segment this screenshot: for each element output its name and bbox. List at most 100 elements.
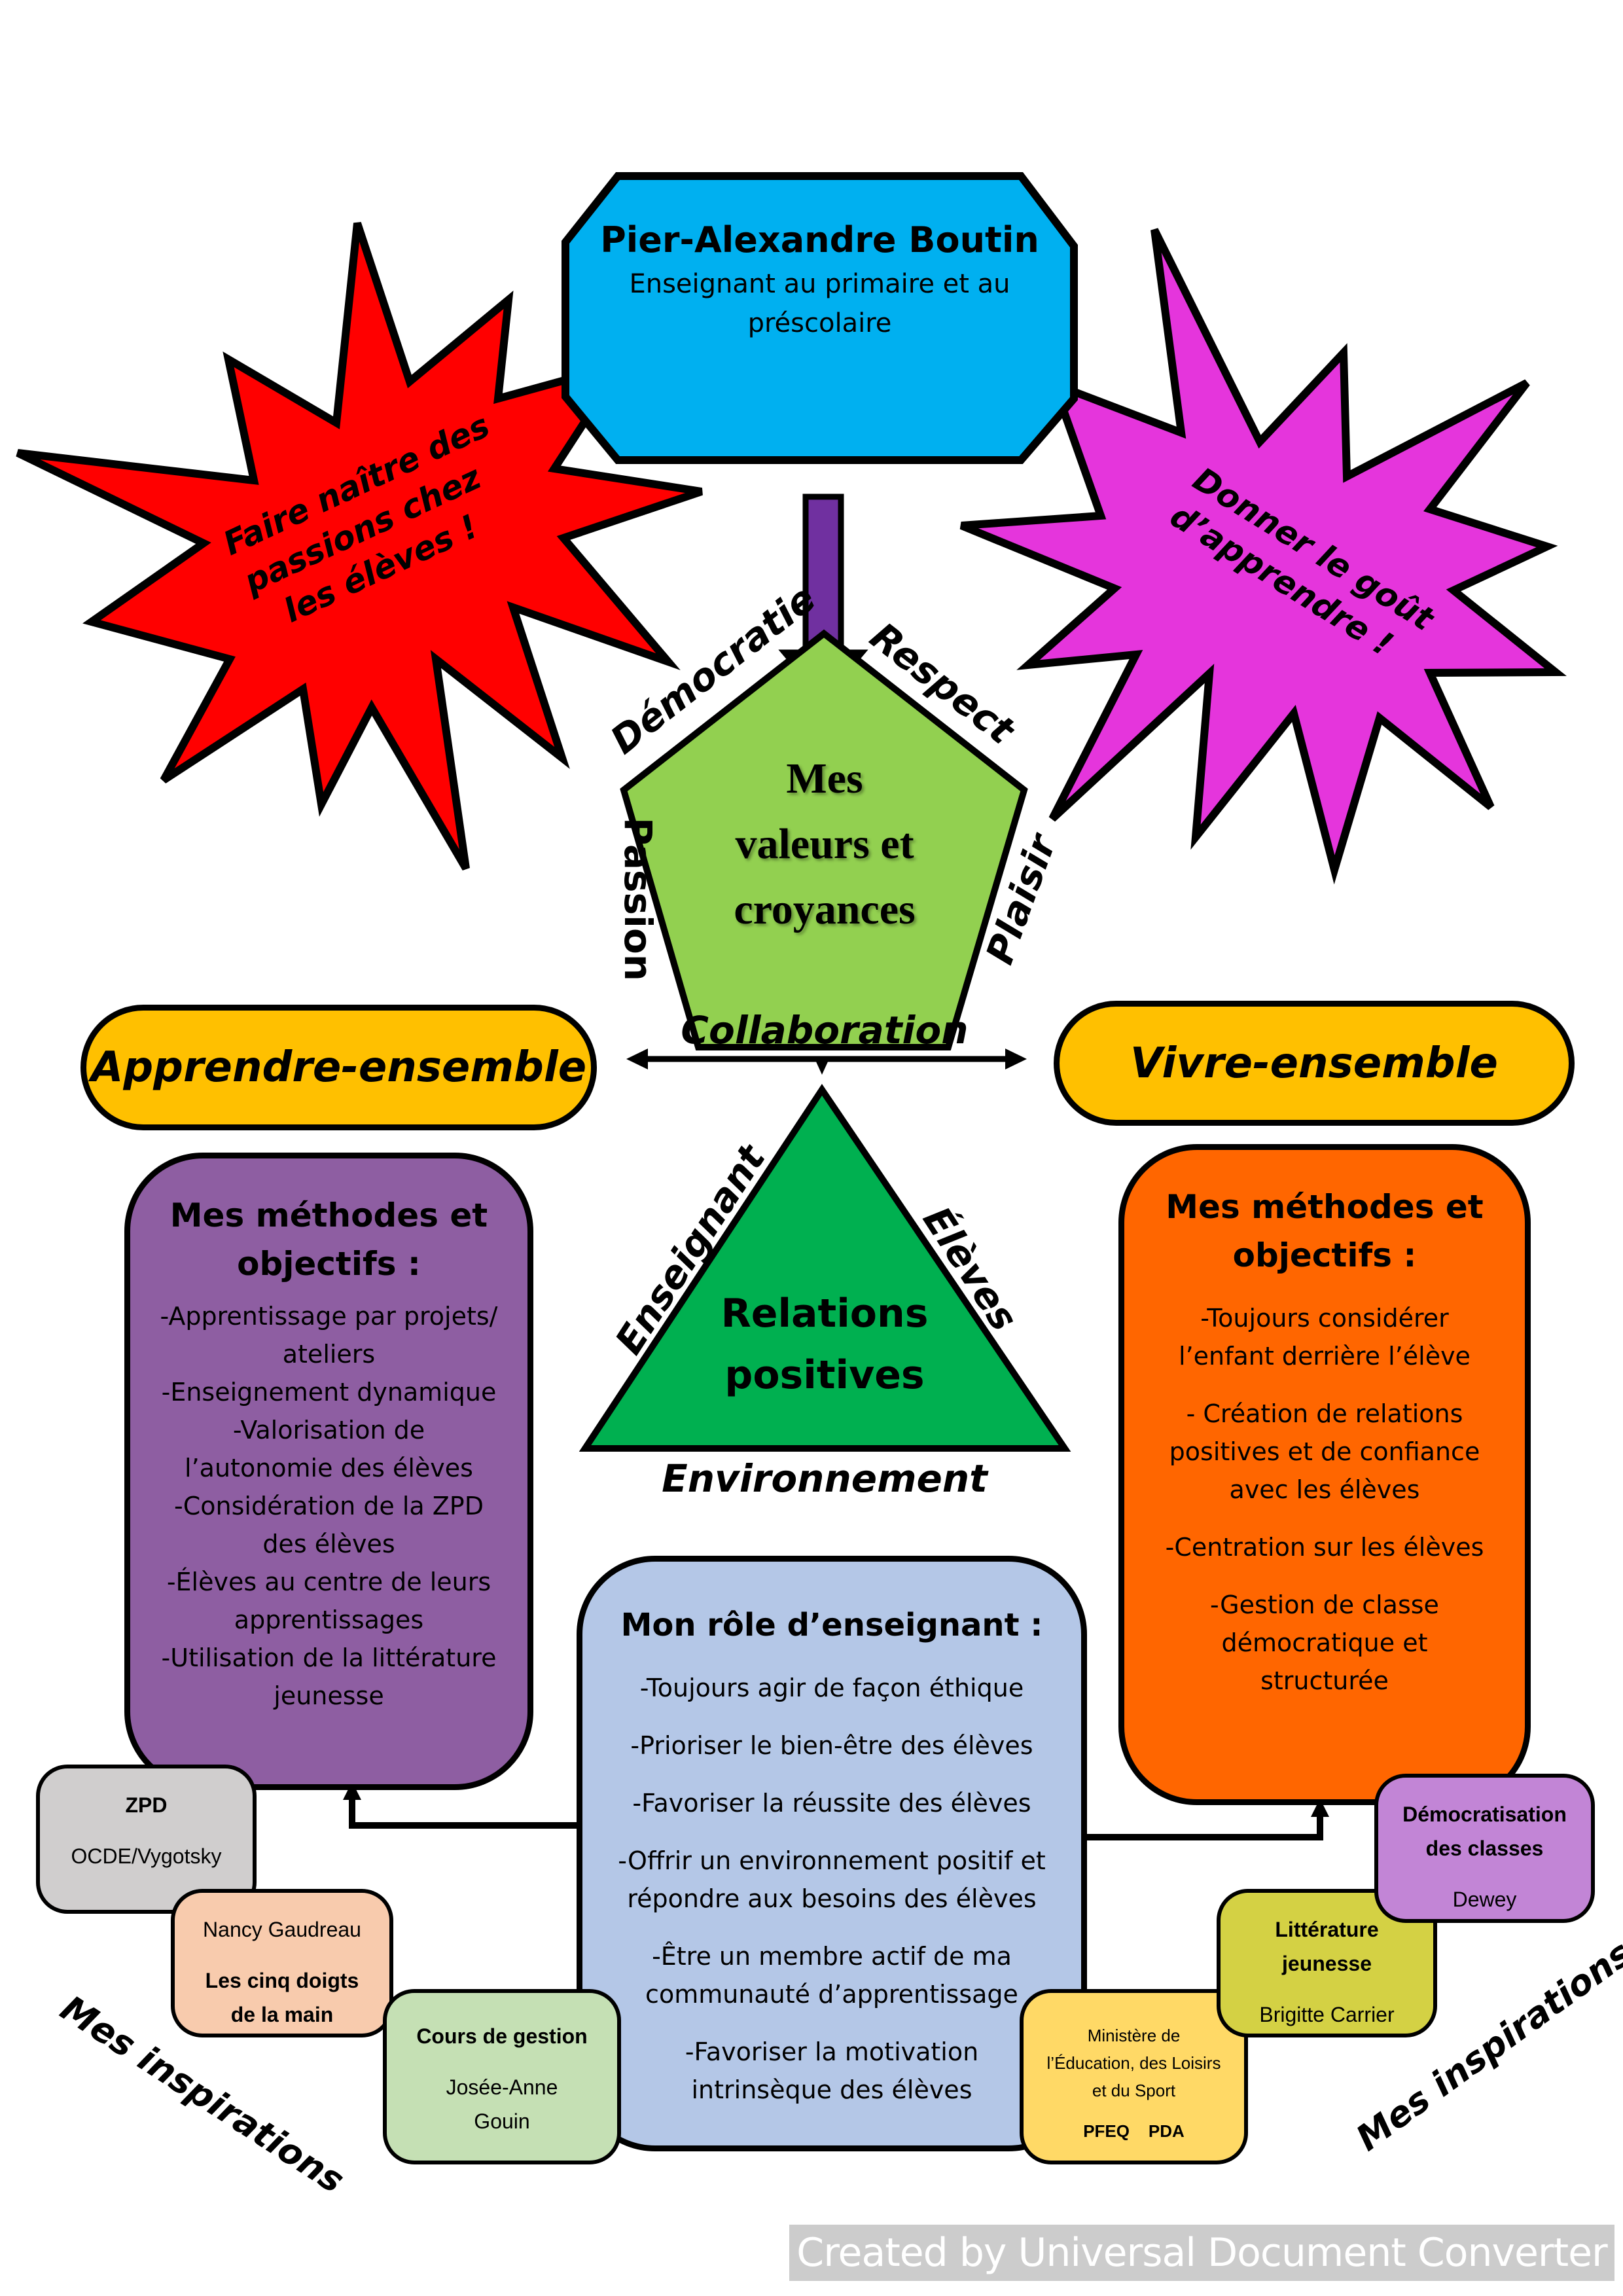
center-box-item: -Offrir un environnement positif et répon… [618, 1842, 1045, 1918]
right-methods-box: Mes méthodes et objectifs : -Toujours co… [1118, 1144, 1531, 1805]
center-box-item-line: intrinsèque des élèves [691, 2075, 972, 2104]
inspiration-card-line: l’Éducation, des Loisirs [1046, 2053, 1221, 2073]
pill-apprendre-ensemble: Apprendre-ensemble [80, 1005, 597, 1130]
inspiration-card-line: PFEQ PDA [1083, 2121, 1185, 2141]
teacher-role-box: Mon rôle d’enseignant : -Toujours agir d… [577, 1556, 1087, 2151]
values-title: Mes valeurs et croyances [654, 746, 995, 942]
left-box-item: -Valorisation de [232, 1416, 425, 1444]
right-box-item: -Centration sur les élèves [1166, 1528, 1484, 1566]
arrow-up-icon [1311, 1799, 1329, 1817]
center-box-items: -Toujours agir de façon éthique -Priorise… [618, 1649, 1045, 2109]
inspiration-card-line: jeunesse [1282, 1952, 1372, 1975]
arrow-right-icon [1005, 1049, 1027, 1069]
arrow-down-tick-icon [815, 1060, 829, 1075]
header-text: Pier-Alexandre Boutin Enseignant au prim… [565, 216, 1074, 343]
left-box-items: -Apprentissage par projets/ateliers -Ense… [160, 1297, 498, 1715]
center-box-item: -Favoriser la motivation intrinsèque des … [618, 2033, 1045, 2109]
center-box-item: -Prioriser le bien-être des élèves [618, 1727, 1045, 1765]
center-box-item: -Favoriser la réussite des élèves [618, 1784, 1045, 1822]
pill-vivre-ensemble: Vivre-ensemble [1054, 1001, 1575, 1126]
left-box-title: Mes méthodes et [169, 1196, 488, 1234]
inspiration-card-line: des classes [1425, 1837, 1544, 1860]
right-box-items: -Toujours considérer l’enfant derrière l’… [1166, 1280, 1484, 1700]
inspiration-card-line: OCDE/Vygotsky [71, 1844, 222, 1868]
center-box-item-line: -Toujours agir de façon éthique [639, 1674, 1024, 1702]
right-box-title: Mes méthodes et [1166, 1188, 1484, 1226]
values-title-line: croyances [734, 886, 916, 933]
right-box-item-line: avec les élèves [1229, 1475, 1420, 1504]
relations-triangle [579, 1084, 1071, 1452]
center-box-item-line: communauté d’apprentissage [645, 1980, 1018, 2009]
center-box-item: -Être un membre actif de ma communauté d’… [618, 1937, 1045, 2013]
left-box-item: ateliers [282, 1340, 376, 1369]
right-box-item-line: -Gestion de classe [1210, 1590, 1439, 1619]
right-box-item: -Gestion de classe démocratique et structu… [1166, 1586, 1484, 1700]
left-box-item: l’autonomie des élèves [185, 1454, 473, 1482]
header-octagon [562, 172, 1078, 464]
left-methods-box: Mes méthodes et objectifs : -Apprentissa… [124, 1153, 533, 1790]
connector-right [1087, 1799, 1329, 1840]
inspiration-card-line: de la main [230, 2003, 334, 2026]
inspiration-card-line: Littérature [1275, 1918, 1379, 1941]
right-box-item: - Création de relations positives et de c… [1166, 1395, 1484, 1509]
inspiration-card-line: Dewey [1452, 1888, 1517, 1911]
inspiration-card-line: Ministère de [1087, 2026, 1181, 2045]
inspiration-card-line: Nancy Gaudreau [203, 1918, 361, 1941]
left-box-item: -Élèves au centre de leurs [166, 1568, 491, 1596]
left-box-item: -Utilisation de la littérature [161, 1643, 497, 1672]
center-box-item-line: -Favoriser la réussite des élèves [632, 1789, 1031, 1818]
inspiration-card-line: ZPD [125, 1793, 168, 1817]
right-box-item-line: positives et de confiance [1169, 1437, 1480, 1466]
inspiration-card-ministere: Ministère de l’Éducation, des Loisirs et d… [1020, 1989, 1248, 2164]
left-box-item: des élèves [262, 1530, 395, 1558]
header-role-line1: Enseignant au primaire et au [629, 269, 1010, 299]
values-title-line: valeurs et [735, 820, 914, 868]
left-box-title: objectifs : [237, 1245, 421, 1283]
right-box-item-line: l’enfant derrière l’élève [1179, 1342, 1471, 1371]
right-box-item-line: structurée [1260, 1666, 1389, 1695]
center-box-item: -Toujours agir de façon éthique [618, 1669, 1045, 1707]
center-box-title: Mon rôle d’enseignant : [620, 1607, 1043, 1643]
inspiration-card-line: Cours de gestion [416, 2024, 588, 2048]
left-box-item: -Apprentissage par projets/ [160, 1302, 498, 1331]
magenta-starburst [959, 228, 1567, 885]
left-box-item: apprentissages [234, 1605, 424, 1634]
header-name: Pier-Alexandre Boutin [600, 219, 1039, 260]
watermark-banner: Created by Universal Document Converter [789, 2225, 1614, 2281]
right-box-title: objectifs : [1232, 1236, 1417, 1274]
left-box-item: jeunesse [274, 1681, 384, 1710]
arrow-left-icon [626, 1049, 648, 1069]
center-box-item-line: -Offrir un environnement positif et [618, 1846, 1046, 1875]
relations-title: Relations positives [694, 1283, 955, 1406]
relations-title-line: positives [724, 1352, 925, 1398]
values-pentagon [620, 629, 1028, 1050]
right-box-item-line: -Toujours considérer [1200, 1304, 1449, 1333]
edge-label-environnement: Environnement [662, 1456, 988, 1501]
center-box-item-line: -Prioriser le bien-être des élèves [630, 1731, 1033, 1760]
left-box-item: -Enseignement dynamique [161, 1378, 497, 1407]
connector-left [343, 1782, 577, 1829]
left-box-item: -Considération de la ZPD [174, 1492, 484, 1520]
right-box-item-line: - Création de relations [1186, 1399, 1463, 1428]
center-box-item-line: répondre aux besoins des élèves [627, 1884, 1037, 1913]
center-box-item-line: -Favoriser la motivation [685, 2037, 979, 2066]
relations-title-line: Relations [721, 1291, 929, 1336]
inspiration-card-line: Josée-Anne [446, 2075, 558, 2099]
edge-label-passion: Passion [616, 817, 660, 982]
header-role-line2: préscolaire [747, 308, 892, 338]
right-box-item: -Toujours considérer l’enfant derrière l’… [1166, 1299, 1484, 1375]
inspiration-card-line: et du Sport [1092, 2081, 1176, 2100]
right-box-item-line: -Centration sur les élèves [1165, 1533, 1484, 1562]
collaboration-double-arrow [626, 1049, 1027, 1075]
inspiration-card-line: Les cinq doigts [205, 1969, 359, 1992]
inspiration-card-line: Démocratisation [1402, 1803, 1567, 1826]
inspiration-card-line: Gouin [474, 2109, 530, 2133]
arrow-up-icon [343, 1782, 361, 1800]
right-box-item-line: démocratique et [1221, 1628, 1428, 1657]
inspiration-card-line: Brigitte Carrier [1259, 2003, 1395, 2026]
center-box-item-line: -Être un membre actif de ma [652, 1942, 1012, 1971]
